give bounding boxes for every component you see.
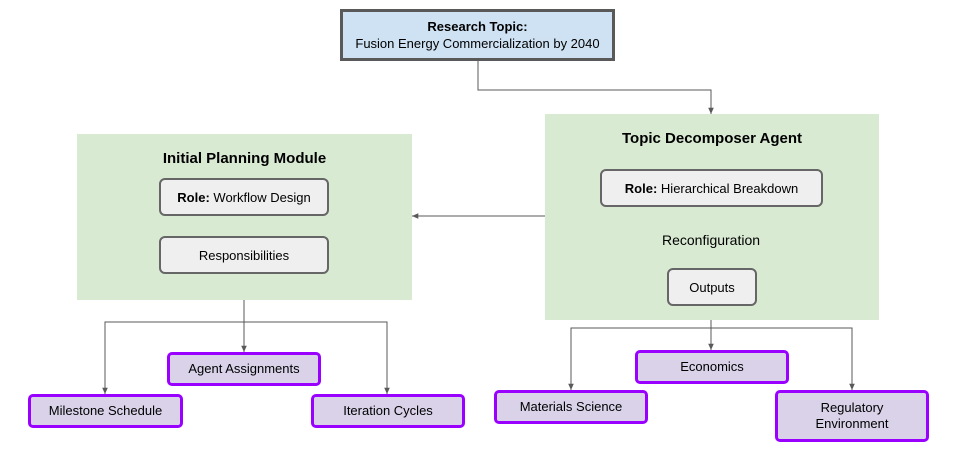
decomposer-role-text: Hierarchical Breakdown: [660, 180, 799, 196]
connector-topic-to-decomposer: [477, 60, 714, 114]
economics-box: Economics: [635, 350, 789, 384]
research-topic-text: Fusion Energy Commercialization by 2040: [355, 36, 600, 51]
outputs-box: Outputs: [667, 268, 757, 306]
decomposer-role-box: Role: Hierarchical Breakdown: [600, 169, 823, 207]
initial-planning-title: Initial Planning Module: [162, 150, 327, 167]
research-topic-label: Research Topic:: [427, 19, 528, 34]
topic-decomposer-title: Topic Decomposer Agent: [621, 130, 803, 147]
connector-responsibilities-to-milestone: [102, 321, 244, 394]
research-topic-box: Research Topic: Fusion Energy Commercial…: [340, 9, 615, 61]
regulatory-environment-box: Regulatory Environment: [775, 390, 929, 442]
decomposer-role-label: Role:: [624, 180, 658, 196]
connector-outputs-to-materials: [568, 327, 711, 390]
planning-role-text: Workflow Design: [213, 189, 311, 205]
iteration-cycles-box: Iteration Cycles: [311, 394, 465, 428]
reconfiguration-label: Reconfiguration: [611, 232, 811, 248]
connector-responsibilities-to-iteration: [244, 321, 390, 394]
agent-assignments-box: Agent Assignments: [167, 352, 321, 386]
planning-role-label: Role:: [177, 189, 210, 205]
materials-science-box: Materials Science: [494, 390, 648, 424]
planning-role-box: Role: Workflow Design: [159, 178, 329, 216]
responsibilities-box: Responsibilities: [159, 236, 329, 274]
regulatory-environment-label: Regulatory Environment: [815, 400, 889, 431]
connector-outputs-to-regulatory: [711, 327, 855, 390]
milestone-schedule-box: Milestone Schedule: [28, 394, 183, 428]
